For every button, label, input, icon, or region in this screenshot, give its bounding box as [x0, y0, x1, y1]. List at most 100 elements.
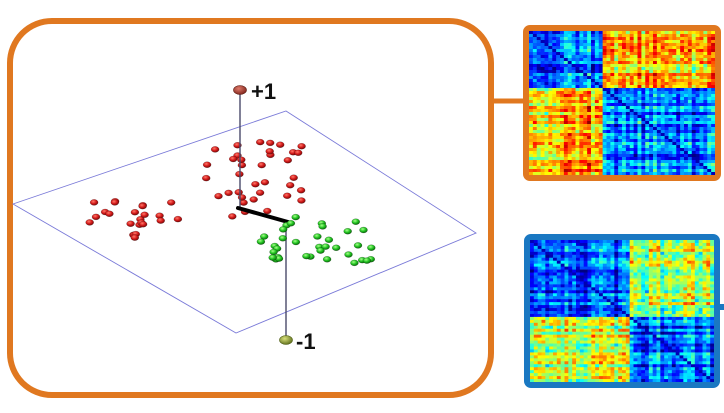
matrix-cell [571, 145, 576, 149]
matrix-cell [675, 352, 680, 356]
matrix-cell [594, 40, 600, 44]
matrix-cell [671, 313, 677, 318]
matrix-cell [533, 257, 539, 262]
matrix-cell [660, 376, 665, 380]
matrix-cell [532, 133, 538, 137]
matrix-cell [672, 145, 677, 149]
matrix-cell [599, 287, 604, 291]
positive-point [130, 234, 140, 241]
matrix-cell [641, 58, 646, 62]
matrix-cell [629, 355, 634, 359]
matrix-cell [653, 58, 658, 62]
positive-point [297, 142, 306, 150]
matrix-cell [668, 379, 673, 382]
matrix-cell [594, 76, 600, 80]
matrix-cell [567, 139, 573, 143]
matrix-cell [560, 293, 565, 297]
matrix-cell [610, 115, 615, 119]
matrix-cell [633, 88, 638, 92]
matrix-cell [653, 82, 658, 86]
matrix-cell [699, 94, 704, 98]
matrix-cell [618, 172, 623, 175]
matrix-cell [564, 352, 569, 356]
matrix-cell [711, 172, 715, 175]
matrix-cell [648, 367, 654, 371]
matrix-cell [676, 142, 681, 146]
matrix-cell [648, 343, 654, 347]
matrix-cell [530, 275, 535, 279]
matrix-cell [660, 67, 666, 71]
matrix-cell [695, 130, 700, 134]
matrix-cell [552, 172, 557, 175]
matrix-cell [648, 319, 654, 324]
matrix-cell [606, 305, 611, 309]
positive-point [260, 179, 270, 186]
matrix-cell [629, 76, 635, 80]
matrix-cell [595, 311, 600, 315]
positive-point [138, 202, 147, 210]
matrix-cell [622, 379, 627, 382]
matrix-cell [625, 73, 631, 77]
matrix-cell [625, 269, 631, 273]
matrix-cell [652, 358, 657, 362]
matrix-cell [602, 346, 608, 350]
matrix-cell [668, 148, 673, 152]
matrix-cell [707, 145, 712, 149]
matrix-cell [602, 70, 607, 74]
matrix-cell [564, 245, 569, 250]
matrix-cell [587, 103, 592, 107]
matrix-cell [668, 67, 673, 71]
matrix-cell [545, 370, 550, 374]
matrix-cell [687, 64, 693, 68]
matrix-cell [653, 88, 658, 92]
matrix-cell [549, 331, 554, 336]
matrix-cell [571, 148, 576, 152]
matrix-cell [564, 358, 569, 362]
matrix-cell [556, 361, 562, 365]
matrix-cell [595, 254, 600, 259]
matrix-cell [529, 163, 534, 167]
matrix-cell [583, 94, 588, 98]
matrix-cell [606, 85, 611, 89]
matrix-cell [680, 85, 685, 89]
matrix-cell [653, 112, 658, 116]
positive-point [249, 196, 258, 203]
matrix-cell [679, 302, 684, 306]
matrix-cell [680, 151, 685, 155]
matrix-cell [649, 82, 654, 86]
matrix-cell [664, 58, 669, 62]
matrix-cell [649, 112, 654, 116]
matrix-cell [625, 376, 631, 380]
matrix-cell [537, 260, 542, 265]
matrix-cell [694, 316, 700, 321]
matrix-cell [691, 349, 696, 353]
matrix-cell [664, 370, 669, 374]
matrix-cell [568, 364, 573, 368]
matrix-cell [606, 352, 611, 356]
matrix-cell [602, 287, 608, 291]
matrix-cell [694, 245, 700, 250]
matrix-cell [629, 373, 634, 377]
matrix-cell [587, 340, 592, 344]
matrix-cell [622, 112, 627, 116]
matrix-cell [536, 166, 542, 170]
matrix-cell [541, 278, 546, 282]
matrix-cell [587, 308, 592, 312]
matrix-cell [579, 257, 585, 262]
matrix-cell [595, 278, 600, 282]
matrix-cell [676, 49, 681, 53]
matrix-cell [560, 142, 565, 146]
matrix-cell [702, 275, 707, 279]
matrix-cell [656, 127, 662, 131]
matrix-cell [671, 361, 677, 365]
matrix-cell [567, 79, 573, 83]
matrix-cell [553, 240, 558, 244]
matrix-cell [695, 73, 700, 77]
matrix-cell [575, 130, 580, 134]
matrix-cell [629, 325, 634, 330]
matrix-cell [649, 136, 654, 140]
matrix-cell [660, 76, 666, 80]
matrix-cell [622, 139, 627, 143]
matrix-cell [625, 37, 631, 41]
matrix-cell [537, 293, 542, 297]
